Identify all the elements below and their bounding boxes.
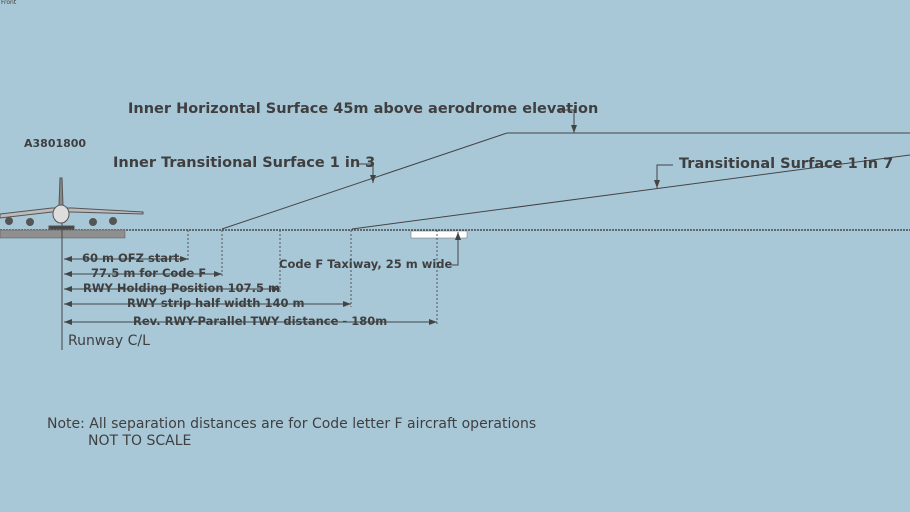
inner-transitional-surface (221, 132, 508, 230)
dimension-lines (64, 256, 437, 325)
inner-transitional-label: Inner Transitional Surface 1 in 3 (113, 155, 376, 171)
taxiway-pavement (410, 230, 468, 239)
dimension-ofz-start: 60 m OFZ start (82, 251, 180, 265)
dimension-holding-position: RWY Holding Position 107.5 m (83, 281, 280, 295)
inner-horizontal-label: Inner Horizontal Surface 45m above aerod… (128, 101, 599, 117)
view-label: Front (1, 0, 17, 6)
dimension-code-f: 77.5 m for Code F (91, 266, 207, 280)
a380-aircraft-icon (0, 177, 144, 230)
taxiway-label: Code F Taxiway, 25 m wide (279, 257, 453, 271)
transitional-surface (351, 154, 910, 230)
aircraft-label: A3801800 (24, 137, 87, 150)
dimension-twy-distance: Rev. RWY-Parallel TWY distance - 180m (133, 314, 388, 328)
leader-lines (357, 109, 673, 266)
centerline-label: Runway C/L (68, 333, 150, 349)
dimension-strip-half-width: RWY strip half width 140 m (127, 296, 305, 310)
note-line-1: Note: All separation distances are for C… (47, 416, 537, 432)
transitional-label: Transitional Surface 1 in 7 (679, 156, 894, 172)
extension-lines (187, 230, 438, 325)
note-line-2: NOT TO SCALE (88, 433, 192, 449)
